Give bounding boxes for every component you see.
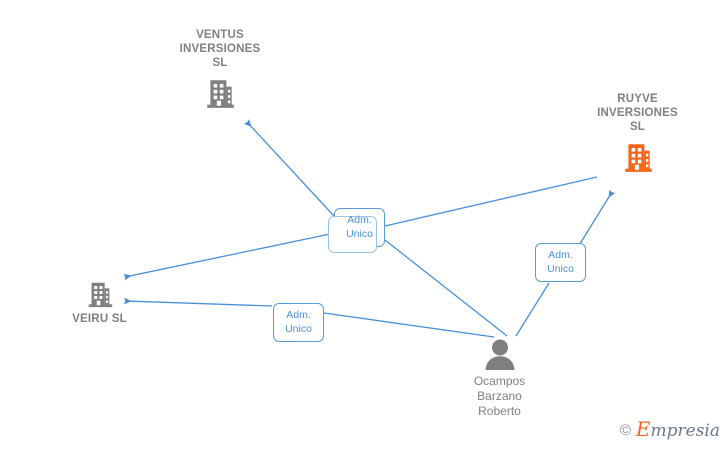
watermark-brand: Empresia <box>636 419 721 441</box>
node-ventus[interactable]: VENTUS INVERSIONES SL <box>150 28 290 110</box>
edge-person-to-right <box>515 282 550 337</box>
edge-center-to-ruyve <box>384 176 598 227</box>
edge-label-adm-unico-right[interactable]: Adm. Unico <box>535 243 586 282</box>
node-ruyve[interactable]: RUYVE INVERSIONES SL <box>565 92 710 174</box>
node-veiru[interactable]: VEIRU SL <box>53 279 146 326</box>
edge-right-to-ruyve <box>577 189 616 248</box>
building-icon <box>53 279 146 309</box>
edge-label-adm-unico-center[interactable]: Adm. Unico <box>328 208 385 253</box>
watermark-brand-rest: mpresia <box>650 421 721 441</box>
watermark-empresia: © Empresia <box>619 419 721 441</box>
node-ventus-label: VENTUS INVERSIONES SL <box>179 29 261 69</box>
edge-center-to-veiru <box>123 233 331 281</box>
node-person[interactable]: Ocampos Barzano Roberto <box>447 338 552 419</box>
edge-bottom-to-veiru <box>123 297 273 307</box>
watermark-brand-initial: E <box>635 417 651 441</box>
edge-label-adm-unico-bottom[interactable]: Adm. Unico <box>273 303 324 342</box>
node-ruyve-label: RUYVE INVERSIONES SL <box>597 93 678 133</box>
node-person-label: Ocampos Barzano Roberto <box>473 374 526 418</box>
edge-center-to-ventus <box>243 118 335 217</box>
building-icon <box>150 70 290 110</box>
edge-person-to-center <box>384 239 508 337</box>
edge-person-to-bottom <box>323 312 495 338</box>
person-icon <box>447 338 552 370</box>
copyright-icon: © <box>619 422 631 439</box>
node-veiru-label: VEIRU SL <box>72 313 127 325</box>
building-icon <box>565 134 710 174</box>
